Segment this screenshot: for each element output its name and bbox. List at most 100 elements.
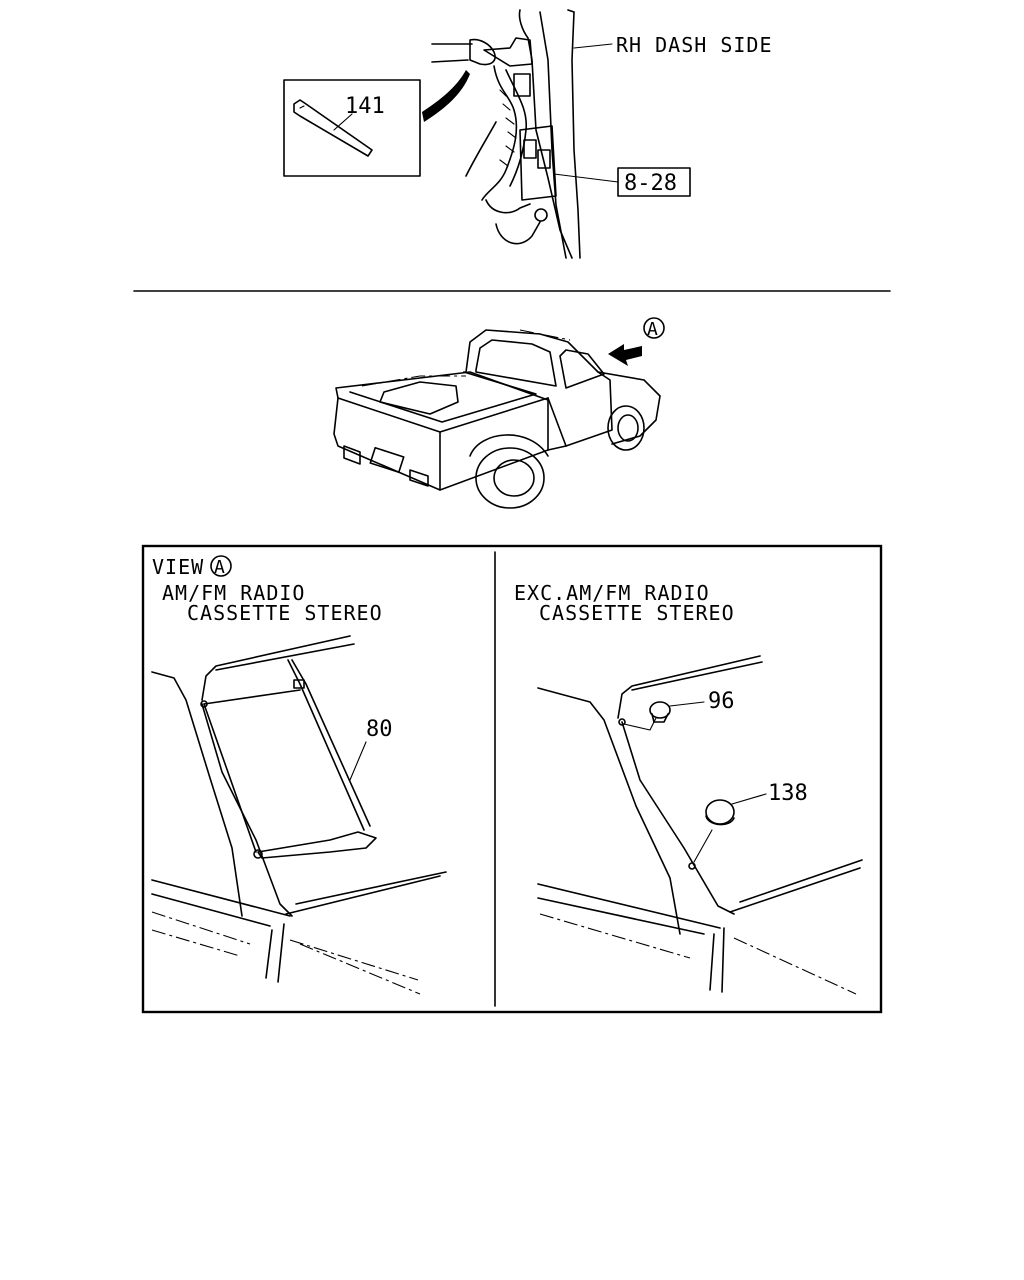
front-wheel-tire (607, 405, 645, 451)
leader-hole-96 (623, 717, 657, 731)
leader-rh-dash-side (573, 43, 613, 49)
antenna-lower-clip (253, 849, 263, 859)
plug-96-stem (651, 713, 669, 723)
ref-box-8-28: 8-28 (617, 167, 691, 197)
pillar-mid-edge (539, 11, 567, 259)
antenna-clip-top (293, 679, 305, 689)
ref-box-label: 8-28 (624, 171, 677, 196)
left-roof-rail (201, 635, 351, 701)
pickup-truck-illustration: A (333, 317, 665, 509)
dash-side-detail (422, 9, 619, 259)
view-a-marker-circle (643, 317, 665, 339)
front-wheel-rim (617, 414, 639, 442)
plug-138-head (705, 799, 735, 825)
harness-bundle-a (481, 65, 518, 201)
rh-dash-side-label: RH DASH SIDE (616, 33, 773, 57)
right-dash-line-b (733, 937, 857, 995)
view-panel-frame (141, 544, 883, 1014)
leader-hole-138 (693, 829, 713, 863)
leader-8-28 (553, 173, 619, 183)
right-title-line1: EXC.AM/FM RADIO (514, 581, 710, 605)
door-line (547, 397, 567, 447)
left-dash-line-c (289, 939, 419, 981)
roof-hidden-line (519, 329, 571, 341)
hole-138 (688, 862, 696, 870)
callout-141: 141 (283, 79, 421, 177)
right-pillar-inner (621, 721, 735, 915)
harness-branch-c (465, 121, 497, 177)
relay-b (537, 149, 551, 169)
part-number-96: 96 (708, 689, 735, 714)
antenna-mast-2 (291, 659, 371, 827)
right-title-line2: CASSETTE STEREO (539, 601, 735, 625)
antenna-upper-bracket (203, 689, 301, 705)
callout-box-141 (283, 79, 421, 177)
view-a-panel: VIEW A AM/FM RADIO CASSETTE STEREO (141, 544, 883, 1014)
view-word: VIEW (152, 555, 204, 579)
rear-window (475, 339, 557, 387)
left-pillar-inner (201, 703, 293, 917)
right-body-line (537, 883, 721, 935)
harness-wrap (499, 89, 517, 167)
view-panel-marker-circle (210, 555, 232, 577)
bed-inner-rail (349, 371, 537, 423)
left-lower-pillar (265, 923, 285, 983)
part-number-138: 138 (768, 781, 808, 806)
harness-upper-lines (431, 43, 473, 63)
harness-connector-top (483, 37, 533, 67)
antenna-mast (287, 659, 365, 831)
side-window (559, 349, 605, 389)
right-roof-rail (617, 655, 761, 719)
bed-top-rail (337, 397, 549, 433)
rear-fender (469, 434, 549, 457)
harness-loop (485, 199, 531, 214)
left-title-line1: AM/FM RADIO (162, 581, 305, 605)
cable-tie-head-detail (299, 105, 305, 109)
plug-138-rim (705, 815, 735, 826)
leader-138 (731, 793, 767, 805)
left-dash-line-a (151, 911, 421, 995)
bed-wheel-well (379, 381, 459, 415)
view-a-arrow (608, 344, 642, 366)
right-roof-rail-inner (631, 661, 763, 691)
view-panel-marker-letter: A (214, 557, 225, 578)
left-window-sill (285, 871, 447, 915)
left-pillar-drawing: 80 (151, 635, 447, 995)
leader-80 (349, 741, 367, 781)
right-pillar-drawing: 96 138 (537, 655, 863, 995)
right-tail-light (409, 469, 429, 487)
plug-96-head (649, 701, 671, 719)
right-window-sill (729, 859, 863, 913)
left-dash-line-b (151, 929, 241, 957)
part-number-80: 80 (366, 717, 393, 742)
pillar-inner-edge (518, 9, 573, 259)
harness-clamp (469, 38, 496, 66)
license-plate (369, 446, 405, 474)
ref-box-frame (617, 167, 691, 197)
leader-96 (669, 701, 705, 707)
cable-tie-icon (293, 99, 373, 157)
left-tail-light (343, 445, 361, 465)
cab-outline (465, 329, 613, 451)
antenna-base-cable (257, 831, 377, 859)
bed-hidden-line (361, 375, 466, 387)
left-title-line2: CASSETTE STEREO (187, 601, 383, 625)
pillar-outer-edge (567, 9, 581, 259)
hood-front (597, 371, 661, 445)
ground-bolt (534, 208, 548, 222)
ground-wire (495, 221, 541, 245)
left-pillar-outer (151, 671, 243, 917)
relay-a (523, 139, 537, 159)
left-body-line (151, 879, 291, 927)
left-roof-rail-inner (215, 643, 355, 671)
right-pillar-outer (537, 687, 681, 935)
rear-wheel-tire (475, 447, 545, 509)
antenna-wire (203, 703, 257, 853)
right-dash-line-a (539, 913, 691, 959)
relay-top (513, 73, 531, 97)
callout-arrow (422, 70, 470, 122)
hole-96 (618, 718, 626, 726)
rear-wheel-rim (493, 459, 535, 497)
view-a-marker-letter: A (647, 319, 658, 340)
